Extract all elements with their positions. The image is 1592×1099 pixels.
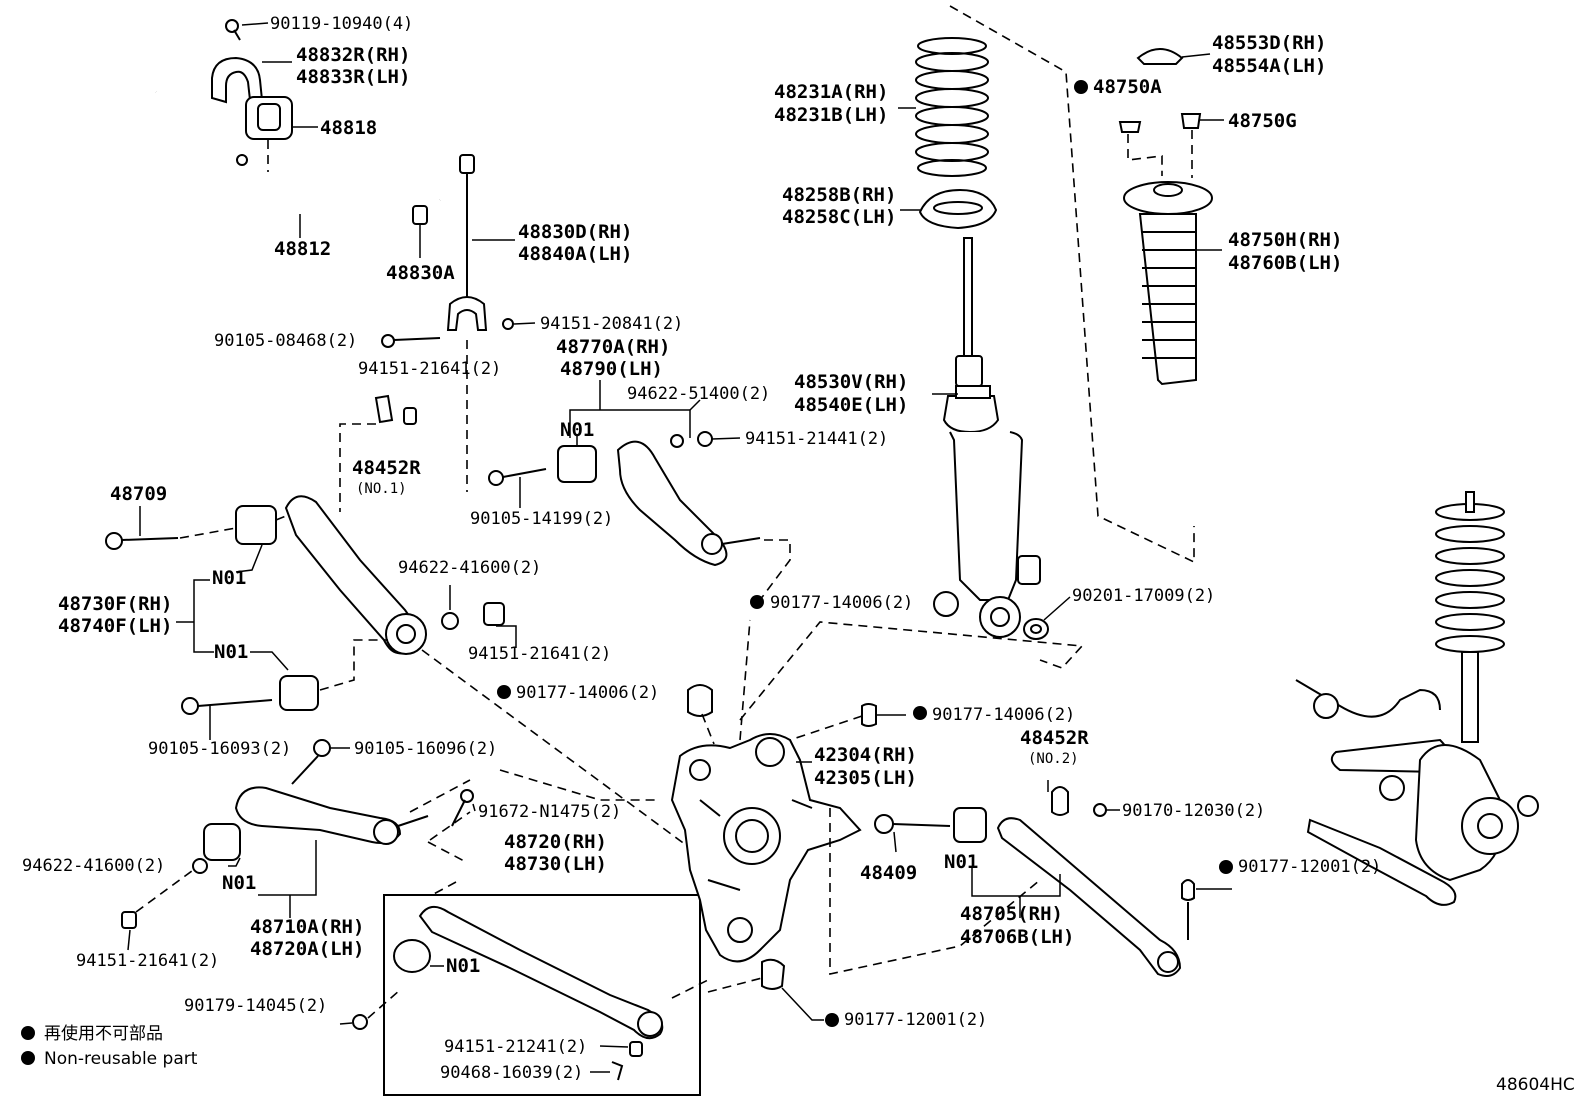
label-90170: 90170-12030(2) <box>1122 801 1265 821</box>
label-48818: 48818 <box>320 117 377 139</box>
label-90177-12001-b: 90177-12001(2) <box>1238 857 1381 877</box>
spring-shock-group <box>898 5 1195 640</box>
label-48710A: 48710A(RH) <box>250 916 364 938</box>
mount-boot-group <box>1118 48 1224 386</box>
lower-arm-48720-box <box>339 841 709 1096</box>
label-48530V: 48530V(RH) <box>794 371 908 393</box>
toe-arm-48705-group <box>874 780 1232 977</box>
stabilizer-bar-group <box>154 19 536 492</box>
label-48830D: 48830D(RH) <box>518 221 632 243</box>
label-48760B: 48760B(LH) <box>1228 252 1342 274</box>
part-labels: 90119-10940(4) 48832R(RH) 48833R(LH) 488… <box>22 14 1381 1083</box>
label-48258C: 48258C(LH) <box>782 206 896 228</box>
label-48730F: 48730F(RH) <box>58 593 172 615</box>
label-94622-41600-b: 94622-41600(2) <box>22 856 165 876</box>
label-N01-d: N01 <box>222 872 256 894</box>
label-90105-08468: 90105-08468(2) <box>214 331 357 351</box>
label-90179-14045: 90179-14045(2) <box>184 996 327 1016</box>
label-N01-c: N01 <box>214 641 248 663</box>
label-48705: 48705(RH) <box>960 903 1063 925</box>
label-94151-21641-c: 94151-21641(2) <box>76 951 219 971</box>
label-48720A: 48720A(LH) <box>250 938 364 960</box>
lower-arm-48730F-group <box>105 394 691 849</box>
legend: 再使用不可部品 Non-reusable part <box>44 1023 198 1069</box>
label-48409: 48409 <box>860 862 917 884</box>
label-90105-14199: 90105-14199(2) <box>470 509 613 529</box>
label-48750A: 48750A <box>1093 76 1162 98</box>
label-94622-51400: 94622-51400(2) <box>627 384 770 404</box>
label-94151-20841: 94151-20841(2) <box>540 314 683 334</box>
legend-en: Non-reusable part <box>44 1049 198 1069</box>
diagram-code: 48604HC <box>1496 1075 1575 1095</box>
label-48790: 48790(LH) <box>560 358 663 380</box>
label-90105-16093: 90105-16093(2) <box>148 739 291 759</box>
label-48830A: 48830A <box>386 262 455 284</box>
label-48554A: 48554A(LH) <box>1212 55 1326 77</box>
label-48452R-no1: 48452R <box>352 457 421 479</box>
label-90177-14006-a: 90177-14006(2) <box>770 593 913 613</box>
label-N01-b: N01 <box>212 567 246 589</box>
label-48231B: 48231B(LH) <box>774 104 888 126</box>
label-94151-21641-b: 94151-21641(2) <box>468 644 611 664</box>
label-94151-21241: 94151-21241(2) <box>444 1037 587 1057</box>
label-N01-e: N01 <box>446 955 480 977</box>
label-90177-14006-c: 90177-14006(2) <box>932 705 1075 725</box>
label-94151-21641-a: 94151-21641(2) <box>358 359 501 379</box>
label-48812: 48812 <box>274 238 331 260</box>
label-94622-41600-a: 94622-41600(2) <box>398 558 541 578</box>
label-42305: 42305(LH) <box>814 767 917 789</box>
label-48730: 48730(LH) <box>504 853 607 875</box>
label-48833R: 48833R(LH) <box>296 66 410 88</box>
label-90105-16096: 90105-16096(2) <box>354 739 497 759</box>
label-94151-21441: 94151-21441(2) <box>745 429 888 449</box>
label-48231A: 48231A(RH) <box>774 81 888 103</box>
upper-arm-48770-group <box>488 380 791 601</box>
label-48750H: 48750H(RH) <box>1228 229 1342 251</box>
label-90468: 90468-16039(2) <box>440 1063 583 1083</box>
label-48452R-no1-sub: (NO.1) <box>356 481 407 497</box>
label-48832R: 48832R(RH) <box>296 44 410 66</box>
knuckle-42304-group <box>499 619 1084 1021</box>
label-48750G: 48750G <box>1228 110 1297 132</box>
label-48740F: 48740F(LH) <box>58 615 172 637</box>
label-48553D: 48553D(RH) <box>1212 32 1326 54</box>
label-90177-14006-b: 90177-14006(2) <box>516 683 659 703</box>
upper-arm-48710A-group <box>121 739 476 951</box>
label-N01-a: N01 <box>560 419 594 441</box>
label-48770A: 48770A(RH) <box>556 336 670 358</box>
assembly-thumbnail <box>1295 491 1539 906</box>
label-48709: 48709 <box>110 483 167 505</box>
label-48706B: 48706B(LH) <box>960 926 1074 948</box>
label-48720: 48720(RH) <box>504 831 607 853</box>
label-48258B: 48258B(RH) <box>782 184 896 206</box>
label-48840A: 48840A(LH) <box>518 243 632 265</box>
legend-jp: 再使用不可部品 <box>44 1023 163 1044</box>
label-90119: 90119-10940(4) <box>270 14 413 34</box>
label-90201: 90201-17009(2) <box>1072 586 1215 606</box>
label-48452R-no2: 48452R <box>1020 727 1089 749</box>
label-42304: 42304(RH) <box>814 744 917 766</box>
label-48540E: 48540E(LH) <box>794 394 908 416</box>
label-90177-12001-a: 90177-12001(2) <box>844 1010 987 1030</box>
label-N01-f: N01 <box>944 851 978 873</box>
label-48452R-no2-sub: (NO.2) <box>1028 751 1079 767</box>
label-91672: 91672-N1475(2) <box>478 802 621 822</box>
non-reusable-markers <box>21 80 1233 1065</box>
